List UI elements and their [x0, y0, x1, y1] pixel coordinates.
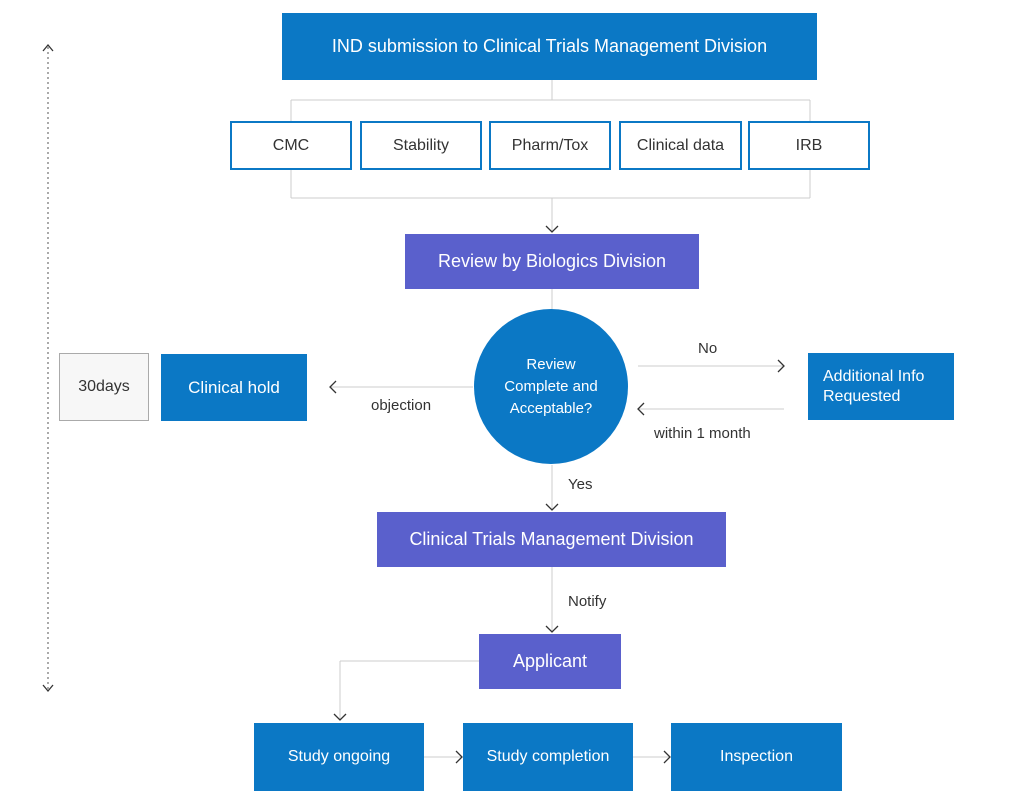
days-label: 30days [78, 378, 130, 395]
stage-label: Study ongoing [287, 748, 391, 765]
notify-label: Notify [568, 593, 607, 610]
decision-line-3: Acceptable? [509, 399, 593, 417]
no-label: No [698, 340, 718, 357]
document-pharm-tox: Pharm/Tox [489, 121, 611, 170]
additional-info-line-2: Requested [823, 388, 901, 405]
review-division-box: Review by Biologics Division [405, 234, 699, 289]
yes-label: Yes [568, 476, 593, 493]
document-clinical-data: Clinical data [619, 121, 742, 170]
objection-label: objection [371, 397, 432, 414]
document-label: Clinical data [636, 136, 725, 154]
document-stability: Stability [360, 121, 482, 170]
additional-info-box: Additional Info Requested [808, 353, 954, 420]
stage-study-completion: Study completion [463, 723, 633, 791]
clinical-hold-box: Clinical hold [161, 354, 307, 421]
within-label: within 1 month [654, 425, 751, 442]
document-label: IRB [795, 136, 823, 154]
document-label: Pharm/Tox [511, 136, 589, 154]
additional-info-line-1: Additional Info [823, 368, 925, 385]
management-division-label: Clinical Trials Management Division [409, 529, 694, 549]
clinical-hold-label: Clinical hold [188, 377, 280, 397]
stage-label: Study completion [486, 748, 610, 765]
stage-inspection: Inspection [671, 723, 842, 791]
decision-line-1: Review [526, 355, 576, 373]
stage-label: Inspection [720, 748, 793, 765]
management-division-box: Clinical Trials Management Division [377, 512, 726, 567]
ind-submission-label: IND submission to Clinical Trials Manage… [331, 36, 768, 56]
document-label: CMC [272, 136, 310, 154]
ind-submission-box: IND submission to Clinical Trials Manage… [282, 13, 817, 80]
applicant-box: Applicant [479, 634, 621, 689]
decision-circle: Review Complete and Acceptable? [474, 309, 628, 464]
stage-study-ongoing: Study ongoing [254, 723, 424, 791]
review-division-label: Review by Biologics Division [437, 251, 667, 271]
days-box: 30days [59, 353, 149, 421]
document-label: Stability [392, 136, 450, 154]
decision-line-2: Complete and [504, 377, 598, 395]
document-irb: IRB [748, 121, 870, 170]
document-cmc: CMC [230, 121, 352, 170]
applicant-label: Applicant [512, 651, 588, 671]
